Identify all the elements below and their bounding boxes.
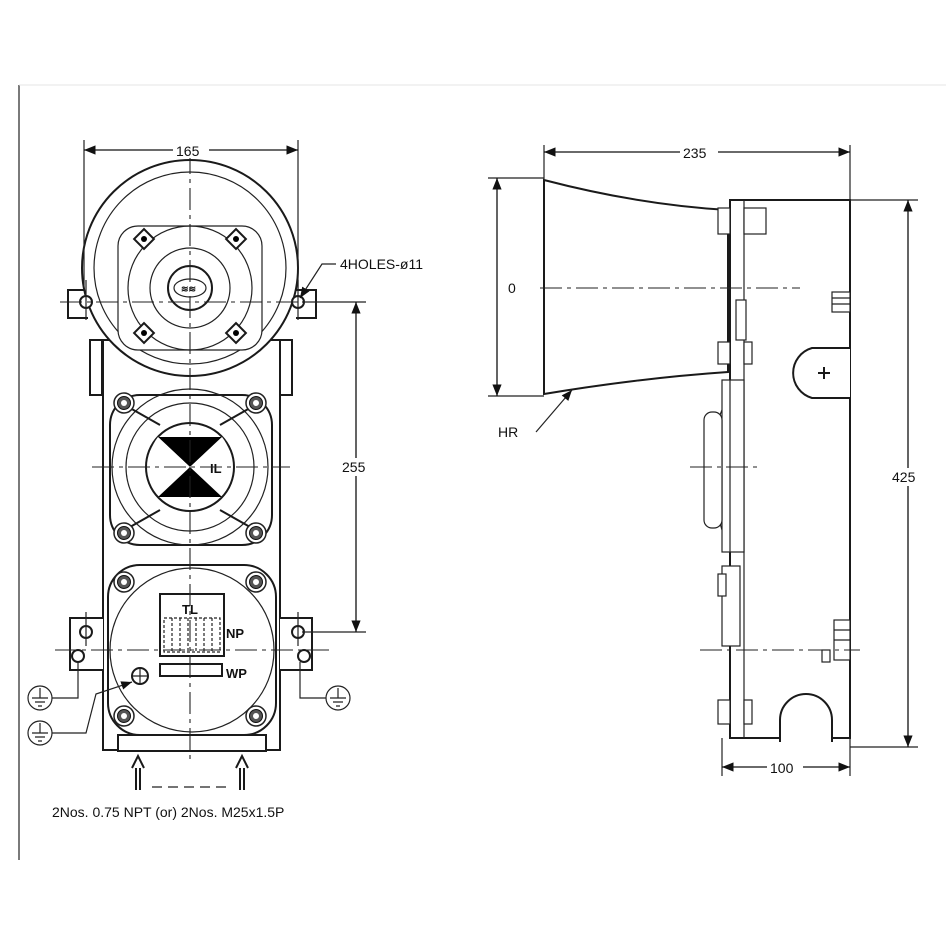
front-body-side-left xyxy=(89,339,103,396)
callout-holes: 4HOLES-ø11 xyxy=(299,256,423,299)
lamp-label: IL xyxy=(210,461,222,476)
dim-height-425: 425 xyxy=(850,199,926,748)
svg-text:235: 235 xyxy=(683,145,707,161)
side-view xyxy=(540,178,860,742)
warning-plate-label: WP xyxy=(226,666,247,681)
side-lamp-housing xyxy=(721,379,745,553)
terminal-block xyxy=(159,593,225,657)
earth-stud-right xyxy=(297,649,311,663)
side-gland xyxy=(779,693,833,742)
warning-plate xyxy=(159,663,223,677)
horn-screws xyxy=(132,227,248,345)
jb-screw-tl xyxy=(113,571,135,593)
cable-entry-note: 2Nos. 0.75 NPT (or) 2Nos. M25x1.5P xyxy=(52,804,284,820)
side-horn xyxy=(543,178,729,396)
cable-entry-arrow-left xyxy=(135,764,141,790)
callout-horn: HR xyxy=(498,389,573,440)
horn-logo-text: ≋≋ xyxy=(181,284,196,294)
terminal-label: TL xyxy=(182,602,198,617)
jb-screw-br xyxy=(245,705,267,727)
lamp-screw-tr xyxy=(245,392,267,414)
front-view: ≋≋ IL xyxy=(27,152,351,790)
svg-text:0: 0 xyxy=(508,280,516,296)
svg-text:4HOLES-ø11: 4HOLES-ø11 xyxy=(340,256,423,272)
name-plate-label: NP xyxy=(226,626,244,641)
side-enclosure xyxy=(729,199,851,739)
svg-text:165: 165 xyxy=(176,143,200,159)
earth-symbol-left xyxy=(27,662,79,711)
lamp-screw-br xyxy=(245,522,267,544)
dim-base-100: 100 xyxy=(721,738,851,776)
front-body-side-right xyxy=(279,339,293,396)
svg-text:100: 100 xyxy=(770,760,794,776)
gland-base xyxy=(117,734,267,752)
horn-throat xyxy=(149,247,231,329)
svg-text:HR: HR xyxy=(498,424,518,440)
earth-symbol-left-internal xyxy=(27,681,133,746)
jb-screw-bl xyxy=(113,705,135,727)
lamp-screw-bl xyxy=(113,522,135,544)
jb-screw-tr xyxy=(245,571,267,593)
dim-hole-spacing-255: 255 xyxy=(302,301,374,633)
lamp-screw-tl xyxy=(113,392,135,414)
dim-depth-235: 235 xyxy=(543,144,851,200)
cable-entry-arrow-right xyxy=(239,764,245,790)
dim-width-165: 165 xyxy=(83,140,299,290)
lamp-guard-bars xyxy=(129,407,251,528)
svg-text:425: 425 xyxy=(892,469,916,485)
earth-symbol-right xyxy=(299,662,351,711)
terminal-strip xyxy=(163,617,221,653)
dim-horn-0: 0 xyxy=(488,177,544,397)
svg-text:255: 255 xyxy=(342,459,366,475)
